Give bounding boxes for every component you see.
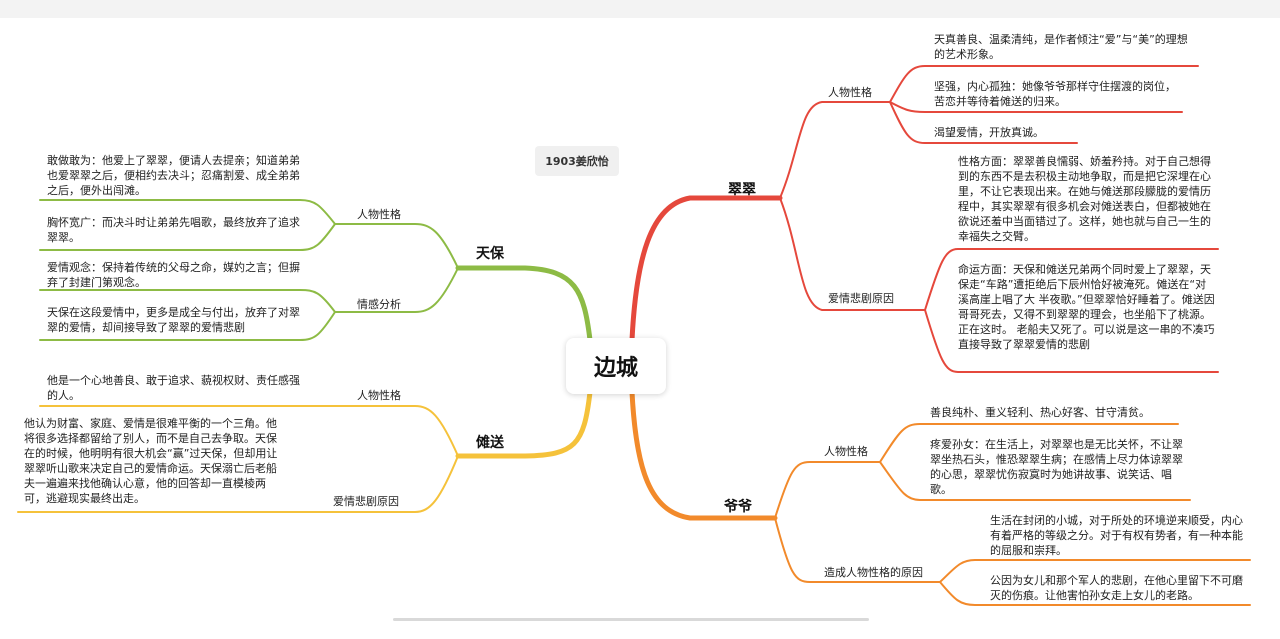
connector-cuicui-t2 — [924, 309, 1219, 373]
connector-cuicui-personality — [779, 101, 891, 199]
connector-center-cuicui — [629, 195, 783, 343]
connector-tianbao-p2 — [39, 223, 336, 251]
cuicui-personality-item[interactable]: 坚强，内心孤独：她像爷爷那样守住摆渡的岗位，苦恋并等待着傩送的归来。 — [934, 80, 1176, 108]
connector-cuicui-tragedy — [779, 197, 926, 311]
cuicui-tragedy-item[interactable]: 命运方面：天保和傩送兄弟两个同时爱上了翠翠，天保走“车路”遭拒绝后下辰州恰好被淹… — [958, 263, 1215, 351]
cuicui-personality-item[interactable]: 天真善良、温柔清纯，是作者倾注“爱”与“美”的理想的艺术形象。 — [934, 33, 1188, 61]
tianbao-emotion-item[interactable]: 天保在这段爱情中，更多是成全与付出，放弃了对翠翠的爱情，却间接导致了翠翠的爱情悲… — [47, 306, 300, 334]
tianbao-personality-item[interactable]: 敢做敢为：他爱上了翠翠，便请人去提亲；知道弟弟也爱翠翠之后，便相约去决斗；忍痛割… — [47, 154, 300, 197]
connector-nuosong-tragedy — [17, 455, 459, 513]
top-toolbar-strip — [0, 0, 1280, 18]
grandpa-cause-label[interactable]: 造成人物性格的原因 — [824, 566, 923, 579]
connector-cuicui-p3 — [889, 101, 1078, 144]
connector-tianbao-emotion — [334, 267, 459, 313]
author-label[interactable]: 1903姜欣怡 — [535, 146, 619, 176]
connector-nuosong-personality — [39, 405, 459, 457]
connector-grandpa-personality — [774, 461, 881, 519]
connector-cuicui-p2 — [889, 101, 1183, 113]
connector-cuicui-p1 — [889, 65, 1199, 103]
nuosong-tragedy-item[interactable]: 他认为财富、家庭、爱情是很难平衡的一个三角。他将很多选择都留给了别人，而不是自己… — [24, 417, 278, 505]
connector-tianbao-p1 — [39, 199, 336, 225]
cuicui-tragedy-label[interactable]: 爱情悲剧原因 — [828, 292, 894, 305]
connector-tianbao-e2 — [39, 311, 336, 341]
cuicui-tragedy-item[interactable]: 性格方面：翠翠善良懦弱、娇羞矜持。对于自己想得到的东西不是去积极主动地争取，而是… — [958, 155, 1211, 243]
tianbao-emotion-label[interactable]: 情感分析 — [357, 298, 401, 311]
cuicui-personality-label[interactable]: 人物性格 — [828, 86, 872, 99]
tianbao-personality-label[interactable]: 人物性格 — [357, 208, 401, 221]
nuosong-personality-label[interactable]: 人物性格 — [357, 389, 401, 402]
grandpa-personality-item[interactable]: 疼爱孙女：在生活上，对翠翠也是无比关怀，不让翠翠坐热石头，惟恐翠翠生病；在感情上… — [930, 438, 1183, 496]
grandpa-cause-item[interactable]: 生活在封闭的小城，对于所处的环境逆来顺受，内心有着严格的等级之分。对于有权有势者… — [990, 514, 1243, 557]
branch-title-nuosong[interactable]: 傩送 — [476, 435, 504, 451]
nuosong-personality-item[interactable]: 他是一个心地善良、敢于追求、藐视权财、责任感强的人。 — [47, 374, 300, 402]
grandpa-personality-label[interactable]: 人物性格 — [824, 445, 868, 458]
grandpa-personality-item[interactable]: 善良纯朴、重义轻利、热心好客、甘守清贫。 — [930, 406, 1150, 419]
branch-title-tianbao[interactable]: 天保 — [476, 246, 504, 262]
connector-tianbao-e1 — [39, 289, 336, 313]
center-topic[interactable]: 边城 — [566, 338, 666, 394]
tianbao-emotion-item[interactable]: 爱情观念：保持着传统的父母之命，媒妁之言；但摒弃了封建门第观念。 — [47, 261, 300, 289]
cuicui-personality-item[interactable]: 渴望爱情，开放真诚。 — [934, 126, 1044, 139]
grandpa-cause-item[interactable]: 公因为女儿和那个军人的悲剧，在他心里留下不可磨灭的伤痕。让他害怕孙女走上女儿的老… — [990, 574, 1243, 602]
connector-center-tianbao — [455, 265, 593, 343]
connector-grandpa-c1 — [939, 559, 1251, 583]
tianbao-personality-item[interactable]: 胸怀宽广：而决斗时让弟弟先唱歌，最终放弃了追求翠翠。 — [47, 216, 300, 244]
nuosong-tragedy-label[interactable]: 爱情悲剧原因 — [333, 495, 399, 508]
connector-center-grandpa — [629, 389, 778, 521]
connector-grandpa-p2 — [879, 461, 1191, 501]
horizontal-scrollbar[interactable] — [393, 618, 869, 621]
connector-grandpa-cause — [774, 517, 941, 583]
branch-title-cuicui[interactable]: 翠翠 — [728, 182, 756, 198]
branch-title-grandpa[interactable]: 爷爷 — [724, 499, 752, 515]
connector-grandpa-c2 — [939, 581, 1251, 606]
connector-grandpa-p1 — [879, 423, 1179, 463]
connector-center-nuosong — [455, 389, 593, 459]
connector-tianbao-personality — [334, 223, 459, 269]
connector-cuicui-t1 — [924, 248, 1219, 311]
